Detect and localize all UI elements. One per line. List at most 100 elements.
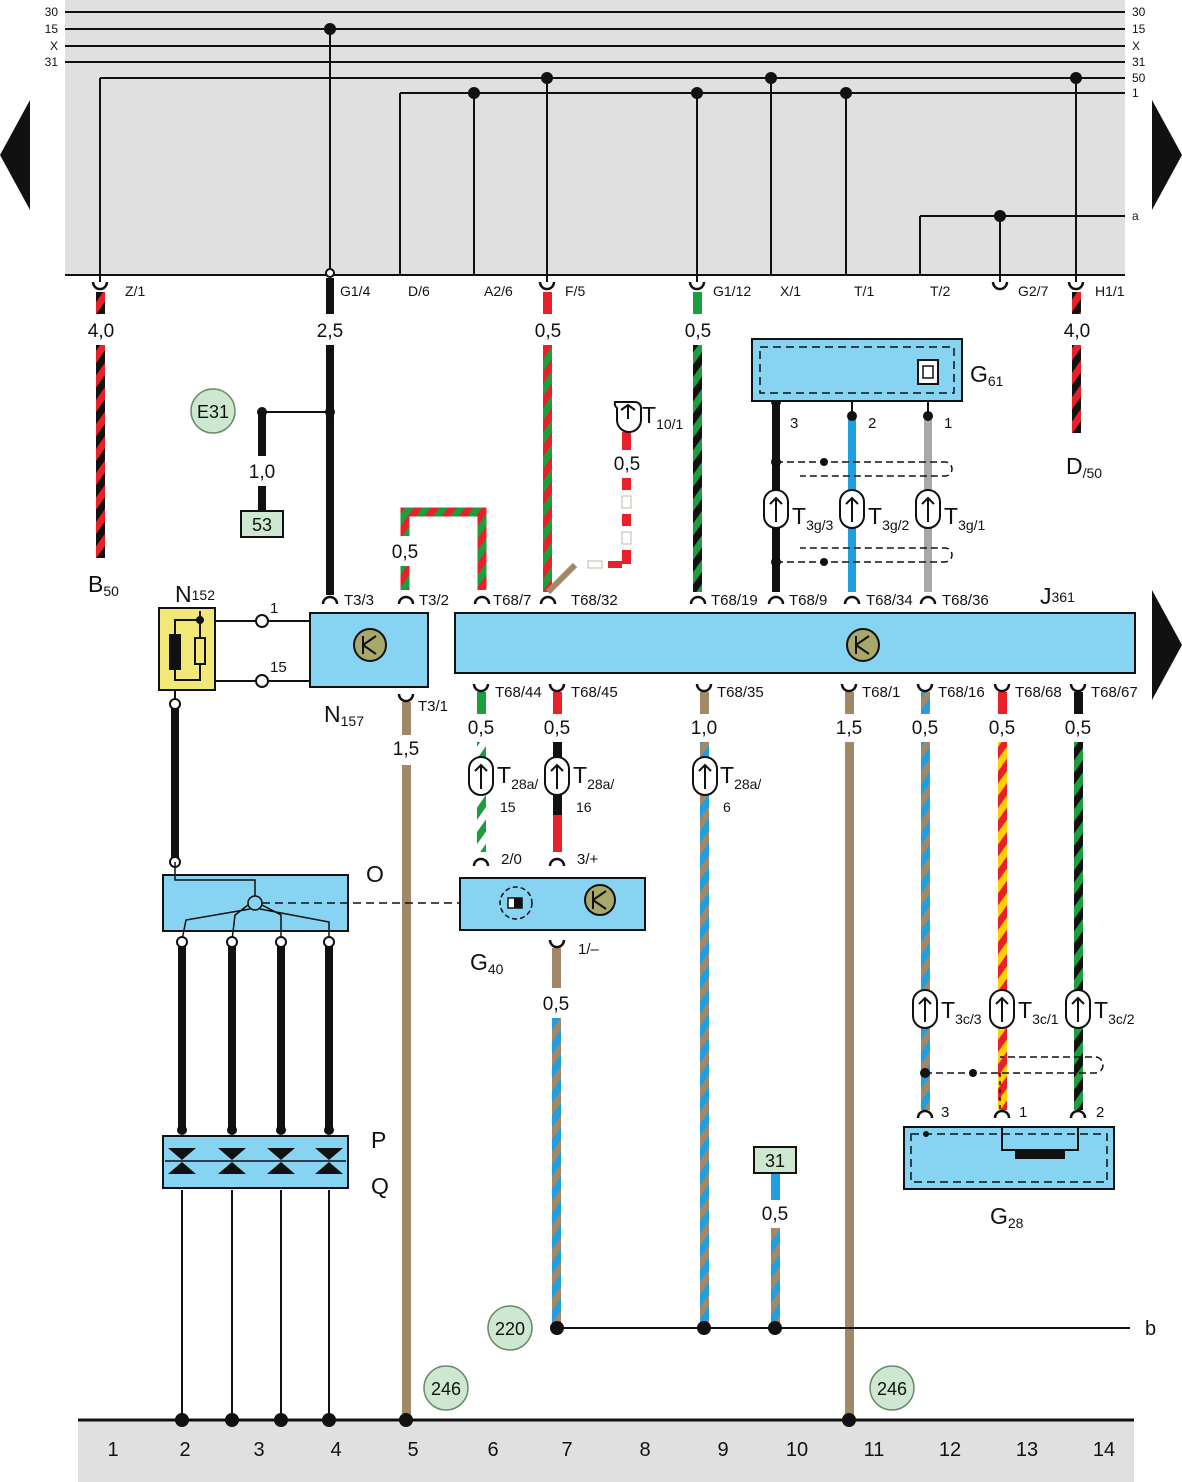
transistor-icon — [353, 628, 387, 662]
wire-t6867 — [1074, 692, 1083, 714]
gauge: 2,5 — [317, 321, 343, 342]
conn-t6835: T68/35 — [717, 684, 764, 701]
conn-t33: T3/3 — [344, 592, 374, 609]
splice-t3c2: T3c/2 — [1094, 997, 1135, 1027]
gauge: 0,5 — [989, 718, 1015, 739]
rail-label-right-30: 30 — [1132, 5, 1146, 19]
conn-t681: T68/1 — [862, 684, 900, 701]
prev-page-arrow-icon[interactable] — [0, 100, 30, 210]
module-j361 — [454, 612, 1136, 674]
pin-number: 2/0 — [501, 851, 522, 868]
conn-t689: T68/9 — [789, 592, 827, 609]
conn-t32: T3/2 — [419, 592, 449, 609]
splice-t3c1: T3c/1 — [1018, 997, 1059, 1027]
ref-box-31 — [753, 1146, 797, 1174]
ruler-7: 7 — [561, 1439, 572, 1461]
svg-text:53: 53 — [252, 515, 272, 535]
pin-h11: H1/1 — [1095, 283, 1125, 299]
pin-number: 2 — [1096, 1104, 1104, 1121]
ruler-8: 8 — [639, 1439, 650, 1461]
label-o: O — [366, 861, 384, 887]
svg-text:E31: E31 — [197, 402, 229, 422]
rail-label-left-15: 15 — [45, 22, 59, 36]
pin-f5: F/5 — [565, 283, 585, 299]
pin-g14: G1/4 — [340, 283, 371, 299]
spark-plugs-pq — [162, 1135, 349, 1189]
splice-t28a15: T28a/ — [497, 762, 538, 792]
pin-x1: X/1 — [780, 283, 801, 299]
ruler-1: 1 — [107, 1439, 118, 1461]
rail-label-right-1: 1 — [1132, 86, 1139, 100]
rail-label-right-x: X — [1132, 39, 1140, 53]
wire-t101 — [545, 432, 632, 595]
svg-text:220: 220 — [495, 1319, 525, 1339]
wire-t681 — [845, 692, 854, 714]
splice-t28a15-num: 15 — [500, 799, 516, 815]
wire-n152-o — [171, 705, 179, 858]
pin-number: 3/+ — [577, 851, 599, 868]
ref-circle-246-left — [423, 1365, 469, 1411]
pin-number: 1 — [1019, 1104, 1027, 1121]
supply-rails — [65, 11, 1125, 217]
gauge: 4,0 — [1064, 321, 1090, 342]
gauge: 1,5 — [836, 718, 862, 739]
pin-number: 1/– — [578, 941, 600, 958]
splice-t3g2: T3g/2 — [868, 503, 910, 533]
svg-text:246: 246 — [877, 1379, 907, 1399]
ref-box-53 — [240, 510, 284, 538]
ruler-2: 2 — [179, 1439, 190, 1461]
ref-circle-246-right — [869, 1365, 915, 1411]
wire-f5 — [543, 292, 552, 314]
label-j361: J361 — [1040, 583, 1075, 609]
rail-label-right-a: a — [1132, 209, 1139, 223]
gauge: 1,5 — [393, 739, 419, 760]
splice-t28a16: T28a/ — [573, 762, 614, 792]
splice-t28a6-num: 6 — [723, 799, 731, 815]
gauge: 0,5 — [685, 321, 711, 342]
label-g40: G40 — [470, 949, 504, 977]
ruler-12: 12 — [939, 1439, 961, 1461]
splice-t28a6: T28a/ — [720, 762, 761, 792]
splice-t3c3: T3c/3 — [941, 997, 982, 1027]
gauge: 1,0 — [691, 718, 717, 739]
conn-t31: T3/1 — [418, 698, 448, 715]
pin-number: 2 — [868, 415, 876, 432]
ruler-3: 3 — [253, 1439, 264, 1461]
wire-z1 — [96, 292, 105, 314]
label-b: b — [1145, 1318, 1156, 1340]
pin-number: 1 — [270, 600, 278, 617]
wire-t6816 — [921, 692, 930, 714]
gauge: 0,5 — [392, 542, 418, 563]
pin-t1: T/1 — [854, 283, 874, 299]
sensor-g40 — [459, 877, 646, 931]
gauge: 0,5 — [543, 994, 569, 1015]
conn-t6845: T68/45 — [571, 684, 618, 701]
label-g28: G28 — [990, 1203, 1024, 1231]
continue-arrow-icon[interactable] — [1152, 590, 1182, 700]
ref-circle-e31 — [190, 388, 236, 434]
position-ruler — [78, 1420, 1134, 1482]
gauge: 0,5 — [535, 321, 561, 342]
rail-label-right-50: 50 — [1132, 71, 1146, 85]
wire-t6844 — [477, 692, 486, 714]
next-page-arrow-icon[interactable] — [1152, 100, 1182, 210]
pin-t2: T/2 — [930, 283, 950, 299]
pin-d6: D/6 — [408, 283, 430, 299]
gauge: 1,0 — [249, 462, 275, 483]
supply-panel — [65, 0, 1125, 275]
wire-z1-lower — [96, 345, 105, 558]
pin-number: 1 — [944, 415, 952, 432]
label-n157: N157 — [324, 701, 364, 729]
ruler-11: 11 — [864, 1439, 885, 1461]
svg-text:246: 246 — [431, 1379, 461, 1399]
gauge: 0,5 — [762, 1204, 788, 1225]
wire-t6868 — [998, 692, 1007, 714]
gauge: 0,5 — [614, 454, 640, 475]
label-n152: N152 — [175, 581, 215, 607]
wire-t6835 — [700, 692, 709, 714]
gauge: 4,0 — [88, 321, 114, 342]
rail-label-left-31: 31 — [45, 55, 59, 69]
wire-g112 — [693, 292, 702, 314]
label-p: P — [371, 1127, 386, 1153]
